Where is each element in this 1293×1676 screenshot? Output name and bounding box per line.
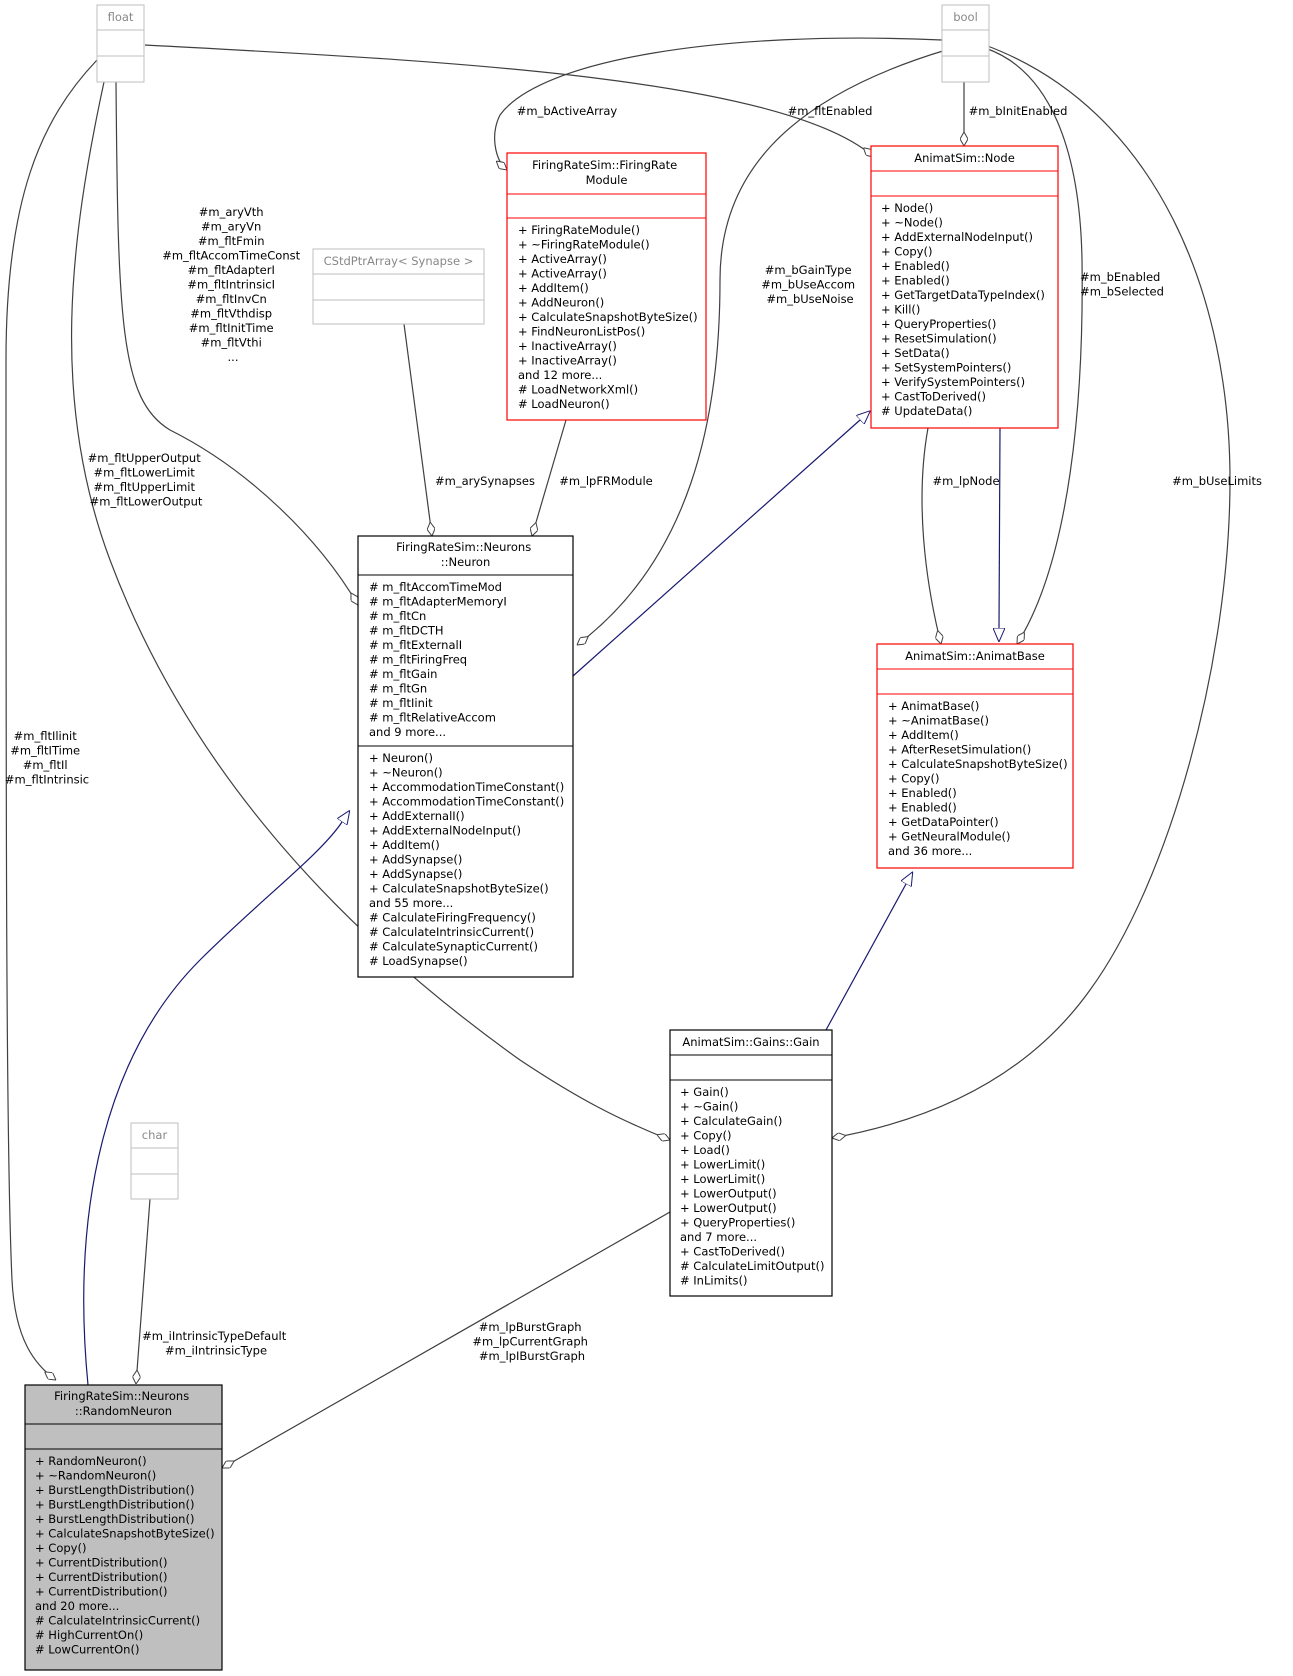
edge-label-float-gain: #m_fltUpperOutput #m_fltLowerLimit #m_fl… [88, 451, 205, 509]
edge-label-gain-random: #m_lpBurstGraph #m_lpCurrentGraph #m_lpI… [472, 1320, 591, 1363]
edge-label-lp-node: #m_lpNode [932, 474, 999, 488]
class-box-float[interactable]: float [96, 4, 145, 83]
class-title-char: char [142, 1128, 168, 1142]
class-box-node[interactable]: AnimatSim::Node + Node() + ~Node() + Add… [870, 145, 1059, 429]
class-attributes-neuron: # m_fltAccomTimeMod # m_fltAdapterMemory… [369, 580, 510, 739]
class-title-firingratemodule: FiringRateSim::FiringRate Module [532, 158, 681, 187]
class-methods-gain: + Gain() + ~Gain() + CalculateGain() + C… [680, 1085, 828, 1288]
class-title-neuron: FiringRateSim::Neurons ::Neuron [396, 540, 535, 569]
edge-gain-randomneuron [222, 1211, 671, 1469]
inherit-gain-animatbase [825, 884, 906, 1031]
class-box-gain[interactable]: AnimatSim::Gains::Gain + Gain() + ~Gain(… [669, 1029, 833, 1297]
edge-label-enabled-selected: #m_bEnabled #m_bSelected [1080, 270, 1164, 299]
edge-label-lp-fr-module: #m_lpFRModule [559, 474, 653, 488]
edge-float-neuron [115, 81, 359, 605]
edge-float-randomneuron [5, 59, 98, 1380]
class-title-cstdptrarray: CStdPtrArray< Synapse > [324, 254, 474, 268]
class-box-char[interactable]: char [130, 1122, 179, 1200]
edge-bool-animatbase [984, 47, 1083, 644]
edge-label-active-array: #m_bActiveArray [517, 104, 618, 118]
edge-label-char-random: #m_iIntrinsicTypeDefault #m_iIntrinsicTy… [142, 1329, 290, 1358]
class-box-neuron[interactable]: FiringRateSim::Neurons ::Neuron # m_fltA… [357, 535, 574, 978]
class-methods-animatbase: + AnimatBase() + ~AnimatBase() + AddItem… [888, 699, 1071, 858]
class-title-float: float [108, 10, 134, 24]
edge-cstdptrarray-neuron [403, 323, 432, 536]
edge-float-node [144, 44, 874, 157]
edge-bool-neuron [577, 49, 947, 645]
class-title-bool: bool [953, 10, 978, 24]
class-title-node: AnimatSim::Node [914, 151, 1015, 165]
edge-label-use-limits: #m_bUseLimits [1172, 474, 1262, 488]
edge-node-animatbase [921, 427, 941, 644]
edge-label-init-enabled: #m_bInitEnabled [969, 104, 1068, 118]
edge-label-float-neuron: #m_aryVth #m_aryVn #m_fltFmin #m_fltAcco… [162, 205, 304, 364]
class-methods-neuron: + Neuron() + ~Neuron() + AccommodationTi… [369, 751, 568, 968]
class-methods-randomneuron: + RandomNeuron() + ~RandomNeuron() + Bur… [35, 1454, 218, 1657]
class-box-bool[interactable]: bool [941, 4, 990, 83]
class-title-randomneuron: FiringRateSim::Neurons ::RandomNeuron [54, 1389, 193, 1418]
inherit-neuron-node [572, 420, 860, 677]
class-box-animatbase[interactable]: AnimatSim::AnimatBase + AnimatBase() + ~… [876, 643, 1074, 869]
class-box-randomneuron[interactable]: FiringRateSim::Neurons ::RandomNeuron + … [24, 1384, 223, 1671]
class-title-animatbase: AnimatSim::AnimatBase [905, 649, 1045, 663]
edge-float-gain [70, 81, 670, 1140]
inherit-randomneuron-neuron [83, 822, 342, 1386]
inherit-node-animatbase [999, 427, 1000, 628]
class-methods-firingratemodule: + FiringRateModule() + ~FiringRateModule… [518, 223, 701, 411]
edge-label-float-random: #m_fltIlinit #m_fltITime #m_fltIl #m_flt… [5, 729, 89, 787]
edge-firingratemodule-neuron [532, 419, 567, 536]
class-box-firingratemodule[interactable]: FiringRateSim::FiringRate Module + Firin… [506, 152, 707, 421]
class-box-cstdptrarray[interactable]: CStdPtrArray< Synapse > [312, 248, 485, 325]
class-title-gain: AnimatSim::Gains::Gain [682, 1035, 819, 1049]
edge-bool-firingratemodule [494, 37, 943, 170]
class-methods-node: + Node() + ~Node() + AddExternalNodeInpu… [881, 201, 1049, 418]
edge-bool-gain [832, 44, 1231, 1138]
edge-label-gain-type: #m_bGainType #m_bUseAccom #m_bUseNoise [761, 263, 859, 306]
edge-label-ary-synapses: #m_arySynapses [435, 474, 535, 488]
edge-char-randomneuron [136, 1198, 151, 1384]
edge-label-flt-enabled: #m_fltEnabled [788, 104, 873, 118]
